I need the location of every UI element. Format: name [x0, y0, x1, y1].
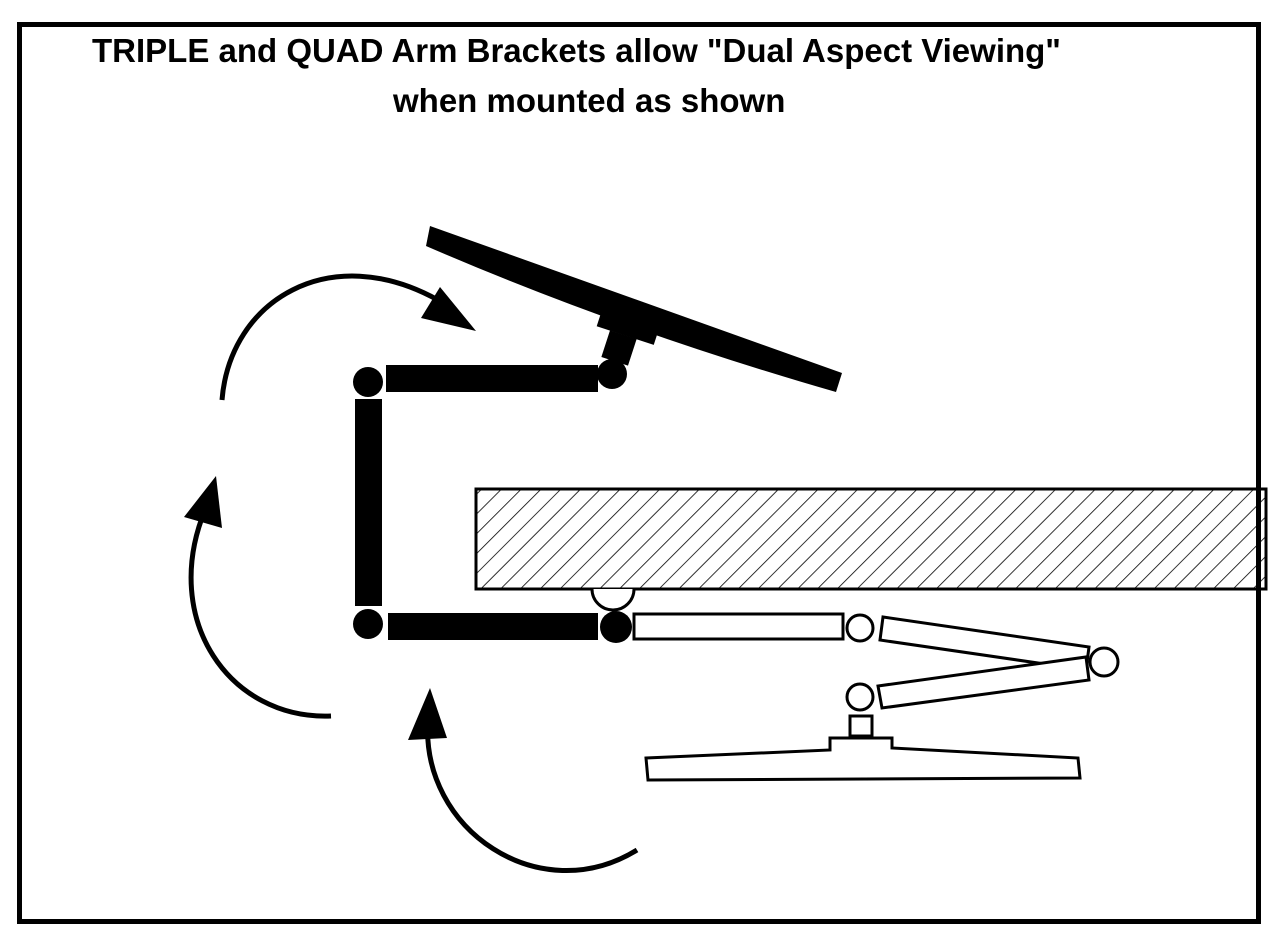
arrow-left: [188, 509, 332, 719]
arrowhead-top: [421, 287, 476, 331]
arrowhead-left: [184, 476, 222, 528]
screen-mount-neck: [601, 330, 637, 366]
folded-bracket: [632, 612, 1120, 738]
folded-joint-2: [1088, 646, 1120, 678]
screen-tilted: [426, 226, 842, 392]
arrowheads: [184, 287, 476, 740]
arrow-top: [219, 273, 440, 401]
folded-arm-3: [876, 655, 1091, 710]
slab-notch: [590, 588, 636, 612]
folded-joint-3: [845, 682, 875, 712]
joint-bottom-left: [353, 609, 383, 639]
arrowhead-bottom: [408, 688, 447, 740]
title-line-2: when mounted as shown: [393, 82, 786, 119]
screen-folded: [644, 736, 1082, 782]
folded-mount-neck: [848, 714, 874, 738]
folded-arm-1: [632, 612, 845, 641]
joint-top-left: [353, 367, 383, 397]
bottom-arm: [388, 613, 598, 640]
title-line-1: TRIPLE and QUAD Arm Brackets allow "Dual…: [92, 32, 1061, 69]
joint-bottom-right: [600, 611, 632, 643]
rotation-arrows: [188, 273, 639, 873]
folded-joint-1: [845, 613, 875, 643]
joint-top-right: [597, 359, 627, 389]
extended-bracket: [353, 309, 660, 643]
wall-slab: [474, 487, 1268, 612]
top-arm: [386, 365, 598, 392]
arrow-bottom: [425, 719, 639, 873]
vertical-arm: [355, 399, 382, 606]
